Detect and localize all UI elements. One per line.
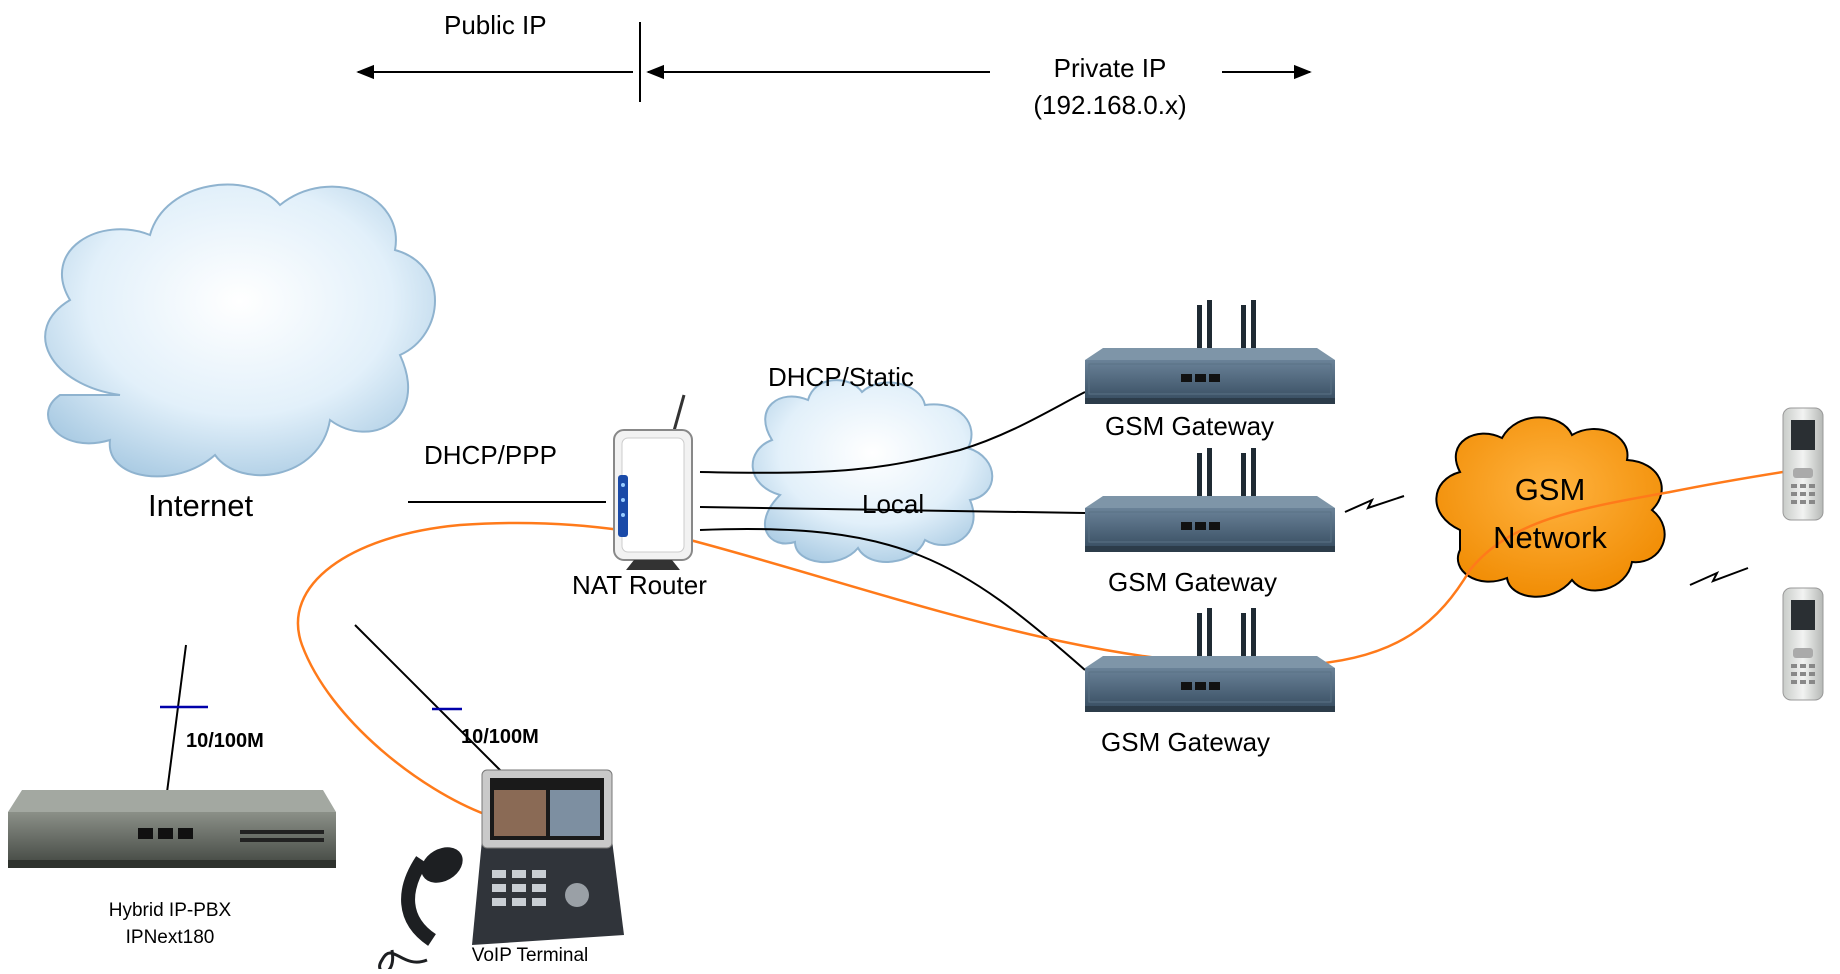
gsm-network-cloud [1435, 416, 1666, 598]
gsm-gateway-3-label: GSM Gateway [1101, 727, 1271, 757]
local-label: Local [862, 489, 925, 519]
speed-label-terminal: 10/100M [461, 726, 539, 748]
nat-router-label: NAT Router [572, 570, 707, 600]
gsm-network-label-line1: GSM [1514, 472, 1586, 507]
pbx-label-line2: IPNext180 [125, 927, 215, 948]
internet-pbx-link [165, 644, 187, 801]
dhcp-static-label: DHCP/Static [768, 362, 914, 392]
mobile-phone-2[interactable] [1782, 587, 1824, 701]
voip-terminal-device[interactable] [378, 769, 624, 974]
gsm-gateway-2-device[interactable] [1085, 448, 1335, 552]
pbx-label-line1: Hybrid IP-PBX [108, 900, 232, 921]
private-ip-label: Private IP [1053, 53, 1167, 83]
internet-terminal-link [354, 624, 506, 776]
gsm-gateway-1-label: GSM Gateway [1105, 411, 1275, 441]
router-gateway1-link [699, 391, 1086, 474]
internet-label: Internet [148, 488, 254, 523]
wireless-link-1 [1344, 495, 1405, 513]
mobile-phone-1[interactable] [1782, 407, 1824, 521]
router-gateway2-link [699, 506, 1086, 514]
private-ip-range-label: (192.168.0.x) [1033, 90, 1187, 120]
public-ip-label: Public IP [444, 10, 547, 40]
gsm-gateway-2-label: GSM Gateway [1108, 567, 1278, 597]
hybrid-ip-pbx-device[interactable] [8, 790, 336, 868]
voip-terminal-label: VoIP Terminal [471, 945, 589, 966]
ip-boundary-arrows [356, 22, 1312, 102]
dhcp-ppp-label: DHCP/PPP [424, 440, 557, 470]
gsm-gateway-1-device[interactable] [1085, 300, 1335, 404]
speed-label-pbx: 10/100M [186, 730, 264, 752]
wireless-link-2 [1689, 567, 1749, 586]
gsm-network-label-line2: Network [1493, 520, 1607, 555]
connection-lines [160, 391, 1749, 801]
router-gateway3-link [699, 527, 1086, 671]
call-path-orange [296, 464, 1823, 817]
local-cloud [751, 379, 994, 564]
internet-cloud [44, 183, 436, 478]
nat-router-device[interactable] [613, 394, 693, 570]
gsm-gateway-3-device[interactable] [1085, 608, 1335, 712]
